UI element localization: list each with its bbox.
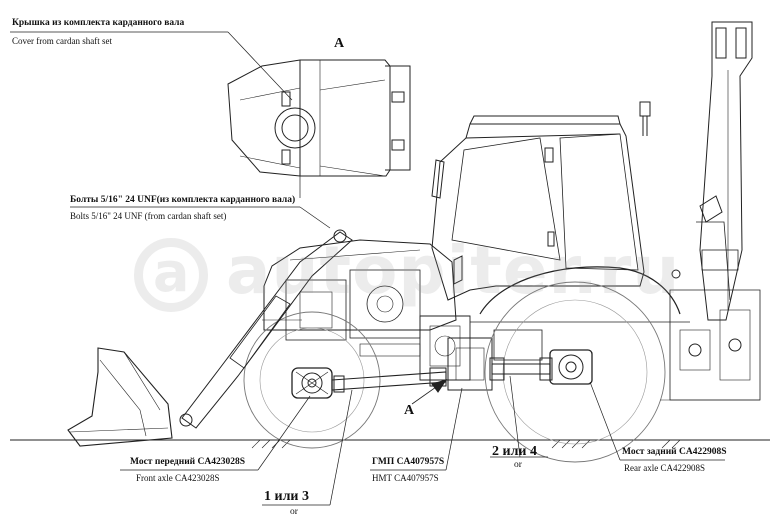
view-a-arrow-label: A — [404, 403, 415, 418]
ground-line — [10, 439, 770, 449]
watermark-logo: a — [134, 238, 208, 312]
cover-label-ru: Крышка из комплекта карданного вала — [12, 18, 185, 28]
front-axle-label-ru: Мост передний CA423028S — [130, 457, 246, 467]
hmt-label-ru: ГМП CA407957S — [372, 457, 445, 467]
view-a-title: A — [334, 36, 345, 51]
leader-lines — [10, 31, 725, 506]
rear-axle — [549, 349, 593, 385]
front-loader — [67, 229, 353, 447]
shaft-1-3-label: 1 или 3 — [264, 489, 309, 504]
bolts-label-ru: Болты 5/16" 24 UNF(из комплекта карданно… — [70, 195, 296, 205]
rear-wheel — [484, 281, 666, 463]
cab — [431, 101, 651, 301]
front-axle — [291, 367, 333, 399]
cardan-shaft-front — [331, 367, 447, 393]
rear-axle-label-en: Rear axle CA422908S — [624, 463, 705, 473]
watermark-logo-glyph: a — [153, 241, 190, 304]
front-axle-label-en: Front axle CA423028S — [136, 473, 220, 483]
front-wheel — [243, 311, 381, 449]
cardan-shaft-rear — [489, 357, 553, 381]
hmt-label-en: HMT CA407957S — [372, 473, 439, 483]
rear-axle-label-ru: Мост задний CA422908S — [622, 447, 727, 457]
shaft-1-3-or: or — [290, 507, 298, 517]
backhoe-arm — [660, 21, 761, 401]
shaft-2-4-or: or — [514, 460, 522, 470]
bolts-label-en: Bolts 5/16" 24 UNF (from cardan shaft se… — [70, 211, 227, 221]
cover-label-en: Cover from cardan shaft set — [12, 36, 112, 46]
shaft-2-4-label: 2 или 4 — [492, 444, 537, 459]
view-a-cover-inset — [227, 59, 411, 198]
view-a-arrow — [411, 379, 448, 405]
watermark-text: autopiter.ru — [226, 232, 681, 309]
